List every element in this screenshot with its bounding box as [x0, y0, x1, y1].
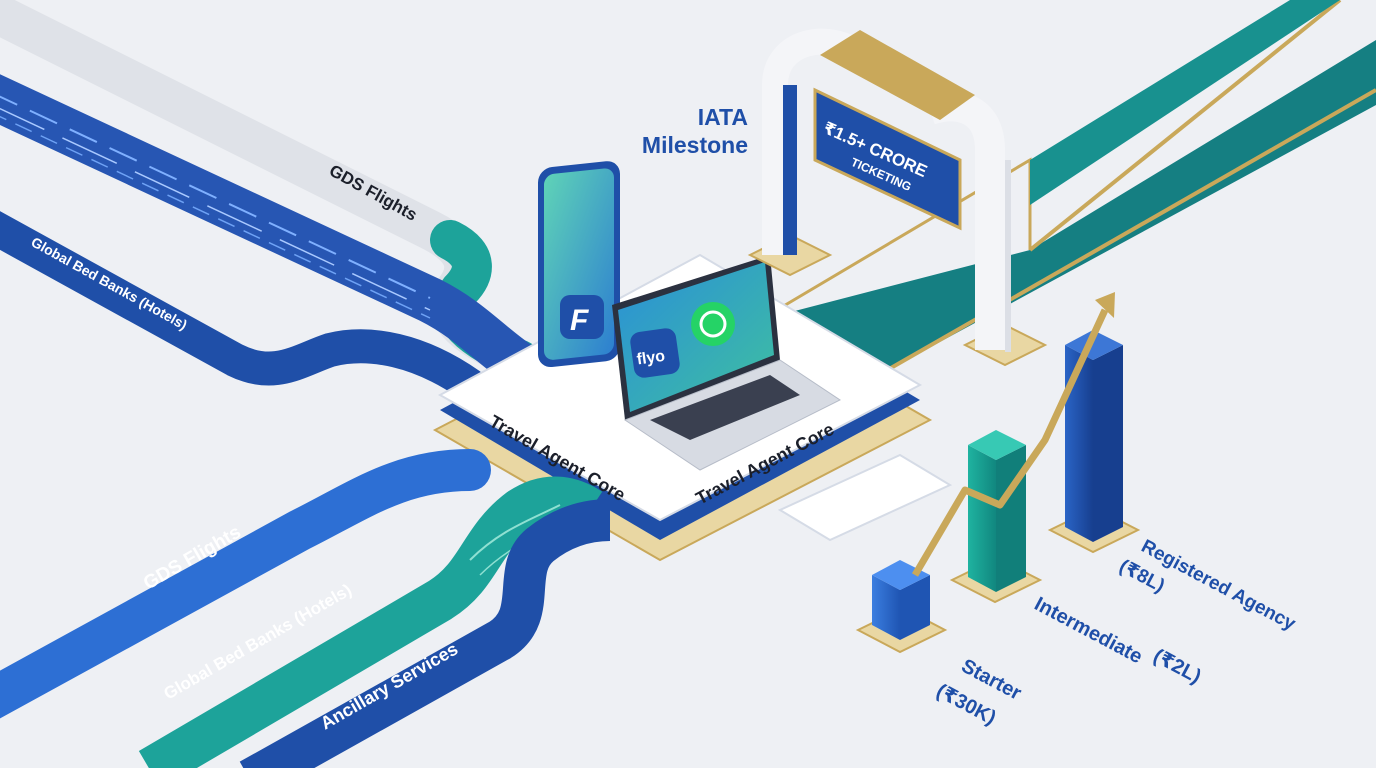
iata-gate: ₹1.5+ CRORE TICKETING — [747, 28, 1048, 367]
flyo-app-icon — [560, 295, 604, 339]
bar-starter — [872, 575, 900, 640]
growth-chart — [855, 292, 1141, 654]
milestone-sign — [813, 87, 962, 231]
milestone-title-line2: Milestone — [642, 132, 748, 158]
bar-intermediate — [968, 445, 996, 592]
connector-slab — [777, 453, 953, 542]
tier-intermediate-value: (₹2L) — [1150, 645, 1205, 688]
phone-device: F — [538, 161, 620, 368]
milestone-title-line1: IATA — [698, 104, 748, 130]
outgoing-streams: GDS Flights Global Bed Banks (Hotels) An… — [0, 449, 611, 768]
laptop-device: flyo — [612, 255, 841, 471]
flyo-laptop-icon — [630, 328, 680, 378]
tier-intermediate-name: Intermediate — [1031, 593, 1146, 668]
svg-text:F: F — [570, 304, 589, 337]
growth-arrow-head — [1095, 292, 1115, 318]
incoming-hotels-label: Global Bed Banks (Hotels) — [29, 234, 191, 333]
growth-arrow — [911, 308, 1109, 577]
bar-registered — [1065, 345, 1093, 542]
whatsapp-icon — [691, 302, 735, 346]
milestone-runway — [759, 0, 1376, 382]
flyo-brand-text: flyo — [636, 348, 667, 369]
